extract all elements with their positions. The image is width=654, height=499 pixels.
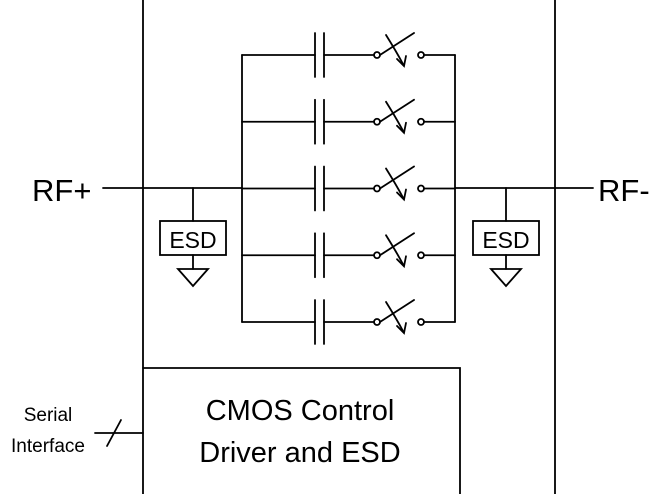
switch-blade xyxy=(379,232,415,257)
arrow-head-icon xyxy=(396,121,407,135)
capacitor-switch-branch xyxy=(241,165,456,212)
esd-right-block xyxy=(472,187,540,288)
switch-control-arrow xyxy=(385,34,404,65)
capacitor-switch-branch xyxy=(241,32,456,78)
arrow-head-icon xyxy=(396,255,407,269)
arrow-head-icon xyxy=(396,55,407,68)
esd-right-label: ESD xyxy=(482,227,529,253)
ground-icon xyxy=(489,268,523,288)
switch-control-arrow xyxy=(385,301,404,332)
esd-left-block xyxy=(159,187,227,288)
bus-width-slash xyxy=(106,419,122,447)
cmos-control-block xyxy=(142,367,461,495)
serial-label-line2: Interface xyxy=(11,436,85,457)
arrow-head-icon xyxy=(396,188,407,202)
esd-left-label: ESD xyxy=(169,227,216,253)
ground-icon xyxy=(176,268,210,288)
switch-blade xyxy=(379,165,415,190)
rf-minus-label: RF- xyxy=(598,173,650,208)
switch-blade xyxy=(379,299,415,323)
cmos-block-title: CMOS Control xyxy=(206,395,395,427)
capacitor-switch-branch xyxy=(241,98,456,145)
rf-plus-label: RF+ xyxy=(32,173,91,208)
arrow-head-icon xyxy=(396,322,407,335)
capacitor-switch-branch xyxy=(241,232,456,279)
package-outline xyxy=(142,0,556,495)
capacitor-switch-branch xyxy=(241,299,456,345)
switch-blade xyxy=(379,98,415,123)
cmos-block-subtitle: Driver and ESD xyxy=(199,437,400,469)
serial-label-line1: Serial xyxy=(24,405,73,426)
switch-control-arrow xyxy=(385,167,404,199)
switch-blade xyxy=(379,32,415,56)
switch-control-arrow xyxy=(385,234,404,266)
capacitor-switch-bank xyxy=(241,32,456,345)
switch-control-arrow xyxy=(385,100,404,132)
